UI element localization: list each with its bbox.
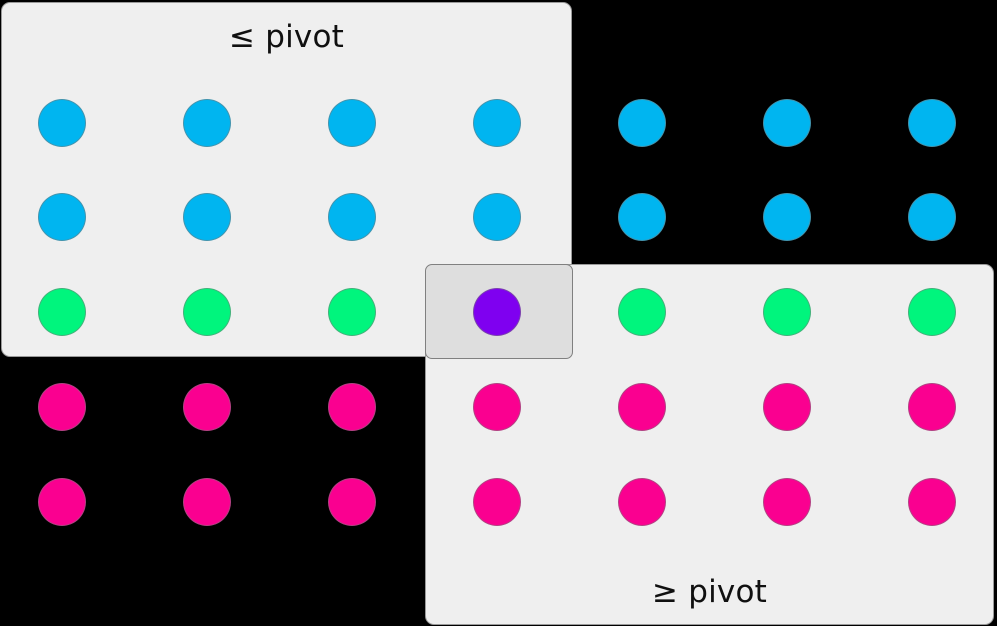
grid-dot-magenta[interactable] bbox=[618, 383, 666, 431]
grid-dot-cyan[interactable] bbox=[183, 99, 231, 147]
grid-dot-cyan[interactable] bbox=[763, 193, 811, 241]
grid-dot-cyan[interactable] bbox=[908, 99, 956, 147]
greater-or-equal-pivot-label: ≥ pivot bbox=[652, 574, 767, 610]
grid-dot-magenta[interactable] bbox=[908, 478, 956, 526]
grid-dot-green[interactable] bbox=[763, 288, 811, 336]
grid-dot-magenta[interactable] bbox=[38, 383, 86, 431]
grid-dot-magenta[interactable] bbox=[473, 478, 521, 526]
grid-dot-cyan[interactable] bbox=[328, 99, 376, 147]
grid-dot-green[interactable] bbox=[38, 288, 86, 336]
grid-dot-cyan[interactable] bbox=[473, 99, 521, 147]
grid-dot-magenta[interactable] bbox=[328, 383, 376, 431]
grid-dot-magenta[interactable] bbox=[908, 383, 956, 431]
less-or-equal-partition-panel[interactable]: ≤ pivot bbox=[1, 2, 572, 357]
grid-dot-cyan[interactable] bbox=[618, 193, 666, 241]
grid-dot-magenta[interactable] bbox=[328, 478, 376, 526]
grid-dot-magenta[interactable] bbox=[183, 383, 231, 431]
grid-dot-cyan[interactable] bbox=[618, 99, 666, 147]
grid-dot-green[interactable] bbox=[618, 288, 666, 336]
greater-or-equal-partition-panel[interactable]: ≥ pivot bbox=[425, 264, 994, 625]
grid-dot-green[interactable] bbox=[908, 288, 956, 336]
grid-dot-cyan[interactable] bbox=[328, 193, 376, 241]
grid-dot-magenta[interactable] bbox=[38, 478, 86, 526]
grid-dot-cyan[interactable] bbox=[38, 99, 86, 147]
grid-dot-magenta[interactable] bbox=[473, 383, 521, 431]
grid-dot-cyan[interactable] bbox=[763, 99, 811, 147]
grid-dot-magenta[interactable] bbox=[618, 478, 666, 526]
grid-dot-cyan[interactable] bbox=[908, 193, 956, 241]
grid-dot-cyan[interactable] bbox=[183, 193, 231, 241]
grid-dot-cyan[interactable] bbox=[38, 193, 86, 241]
grid-dot-cyan[interactable] bbox=[473, 193, 521, 241]
less-or-equal-pivot-label: ≤ pivot bbox=[229, 19, 344, 55]
pivot-dot[interactable] bbox=[473, 288, 521, 336]
grid-dot-magenta[interactable] bbox=[183, 478, 231, 526]
grid-dot-magenta[interactable] bbox=[763, 478, 811, 526]
grid-dot-magenta[interactable] bbox=[763, 383, 811, 431]
grid-dot-green[interactable] bbox=[328, 288, 376, 336]
grid-dot-green[interactable] bbox=[183, 288, 231, 336]
